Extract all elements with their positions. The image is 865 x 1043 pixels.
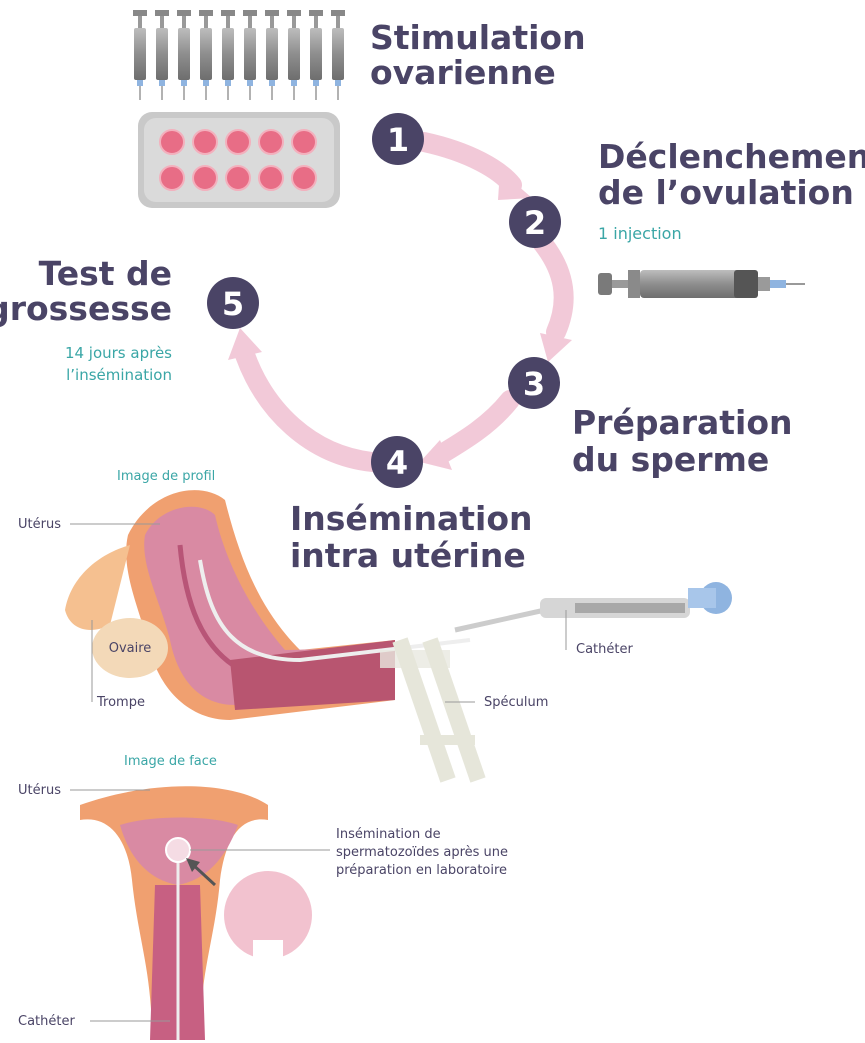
pill-blister-illustration — [138, 112, 340, 208]
syringe-icon — [331, 10, 345, 100]
label-catheter-front: Cathéter — [18, 1014, 75, 1029]
step-4-title-line2: intra utérine — [290, 536, 526, 575]
step-2-detail: 1 injection — [598, 224, 682, 243]
label-uterus-front: Utérus — [18, 783, 61, 798]
step-2-title-line1: Déclenchement — [598, 137, 865, 176]
pill-icon — [292, 166, 316, 190]
pill-icon — [226, 130, 250, 154]
step-circle-4: 4 — [371, 436, 423, 488]
pill-icon — [193, 130, 217, 154]
step-1-title-line1: Stimulation — [370, 18, 586, 57]
pill-icon — [160, 130, 184, 154]
step-circle-3: 3 — [508, 357, 560, 409]
syringe-icon — [243, 10, 257, 100]
syringe-icon — [309, 10, 323, 100]
syringe-icon — [177, 10, 191, 100]
step-5-title-line2: grossesse — [0, 289, 172, 328]
pill-icon — [160, 166, 184, 190]
step-number-2: 2 — [524, 204, 546, 242]
label-insemination-line1: Insémination de — [336, 827, 441, 842]
label-speculum: Spéculum — [484, 695, 548, 710]
step-number-5: 5 — [222, 285, 244, 323]
pill-icon — [259, 130, 283, 154]
label-ovary: Ovaire — [109, 641, 152, 656]
step-1-title-line2: ovarienne — [370, 53, 556, 92]
pill-icon — [193, 166, 217, 190]
step-circle-5: 5 — [207, 277, 259, 329]
step-5-detail-line1: 14 jours après — [65, 344, 172, 362]
label-tube: Trompe — [96, 695, 145, 710]
front-heading: Image de face — [124, 754, 217, 769]
step-number-4: 4 — [386, 444, 408, 482]
uterus-front-illustration — [80, 786, 314, 1040]
step-circle-2: 2 — [509, 196, 561, 248]
trigger-syringe-illustration — [598, 270, 805, 298]
step-4-title-line1: Insémination — [290, 499, 533, 538]
pill-icon — [292, 130, 316, 154]
label-insemination-line3: préparation en laboratoire — [336, 863, 507, 878]
label-catheter-profile: Cathéter — [576, 642, 633, 657]
step-3-title-line2: du sperme — [572, 440, 769, 479]
label-uterus-profile: Utérus — [18, 517, 61, 532]
syringe-icon — [221, 10, 235, 100]
step-number-1: 1 — [387, 121, 409, 159]
syringe-row-illustration — [133, 10, 345, 100]
pill-icon — [226, 166, 250, 190]
syringe-icon — [287, 10, 301, 100]
label-insemination-line2: spermatozoïdes après une — [336, 845, 508, 860]
step-5-detail-line2: l’insémination — [66, 366, 172, 384]
step-3-title-line1: Préparation — [572, 403, 793, 442]
profile-heading: Image de profil — [117, 469, 215, 484]
syringe-icon — [133, 10, 147, 100]
syringe-icon — [199, 10, 213, 100]
syringe-icon — [155, 10, 169, 100]
syringe-icon — [265, 10, 279, 100]
pill-icon — [259, 166, 283, 190]
step-2-title-line2: de l’ovulation — [598, 173, 854, 212]
step-5-title-line1: Test de — [39, 254, 172, 293]
step-number-3: 3 — [523, 365, 545, 403]
step-circle-1: 1 — [372, 113, 424, 165]
